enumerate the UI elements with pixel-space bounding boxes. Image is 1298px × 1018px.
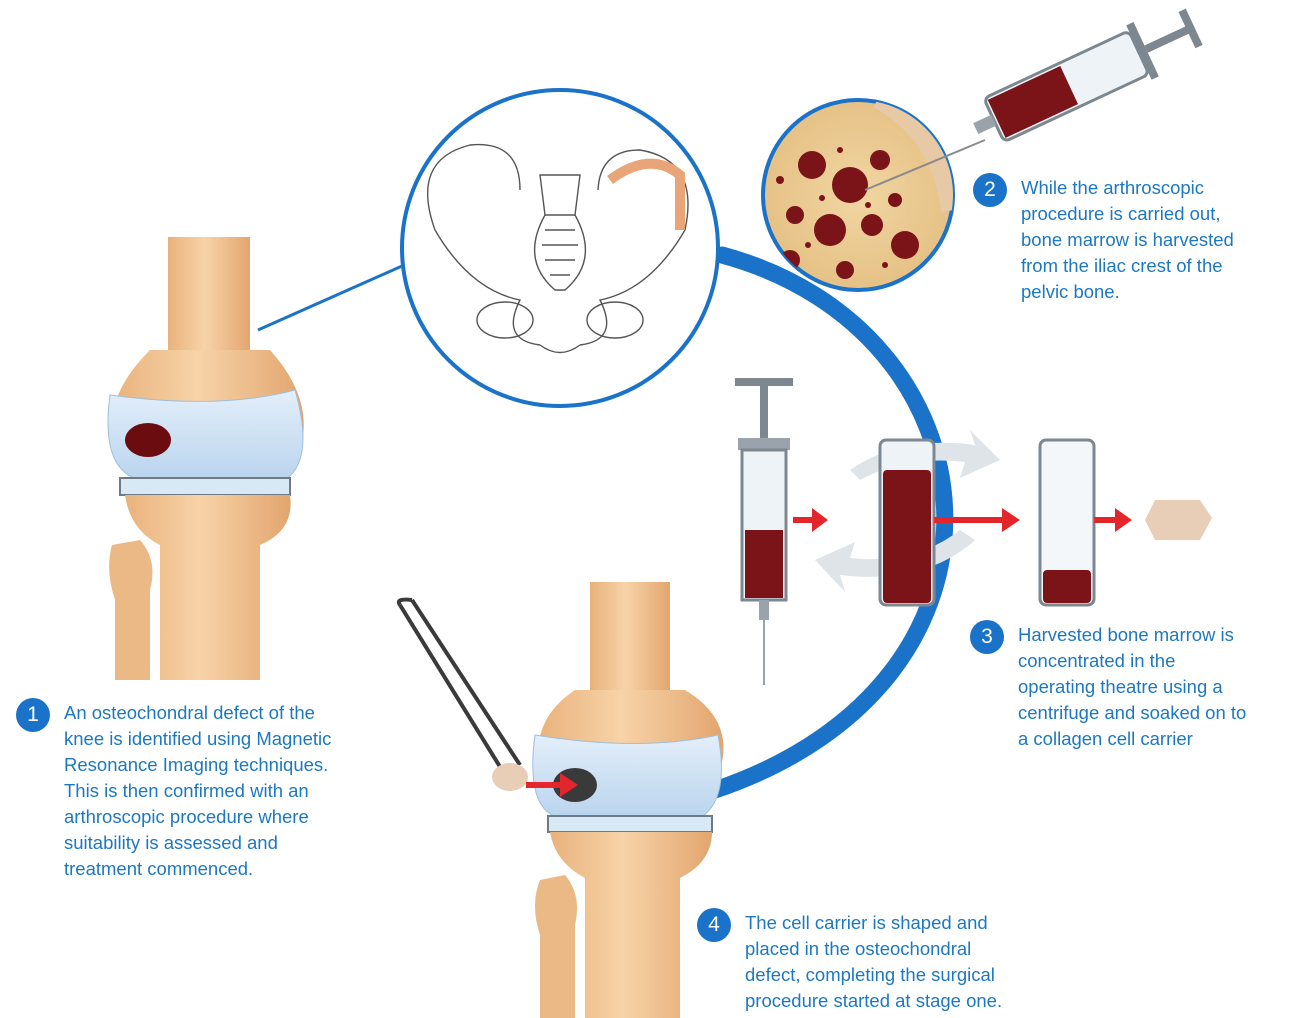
step-4: 4 The cell carrier is shaped and placed … — [697, 910, 1002, 1014]
step-description: Harvested bone marrow is concentrated in… — [1018, 622, 1246, 752]
forceps-icon — [399, 600, 520, 770]
cell-carrier-icon — [492, 763, 528, 791]
step-number-badge: 4 — [697, 908, 731, 942]
step-description: An osteochondral defect of the knee is i… — [64, 700, 331, 882]
step-description: While the arthroscopic procedure is carr… — [1021, 175, 1234, 305]
step-3: 3 Harvested bone marrow is concentrated … — [970, 622, 1246, 752]
bone-marrow-icon — [763, 95, 955, 290]
knee-joint-icon — [533, 582, 724, 1018]
step-number-badge: 3 — [970, 620, 1004, 654]
step-number-badge: 1 — [16, 698, 50, 732]
step-1: 1 An osteochondral defect of the knee is… — [16, 700, 331, 882]
pelvis-icon — [402, 90, 718, 406]
connector-line — [258, 258, 420, 330]
step-number-badge: 2 — [973, 173, 1007, 207]
centrifuge-syringe — [735, 378, 793, 685]
knee-joint-icon — [108, 237, 304, 680]
step-2: 2 While the arthroscopic procedure is ca… — [973, 175, 1234, 305]
cell-carrier-icon — [1145, 500, 1212, 540]
step-description: The cell carrier is shaped and placed in… — [745, 910, 1002, 1014]
